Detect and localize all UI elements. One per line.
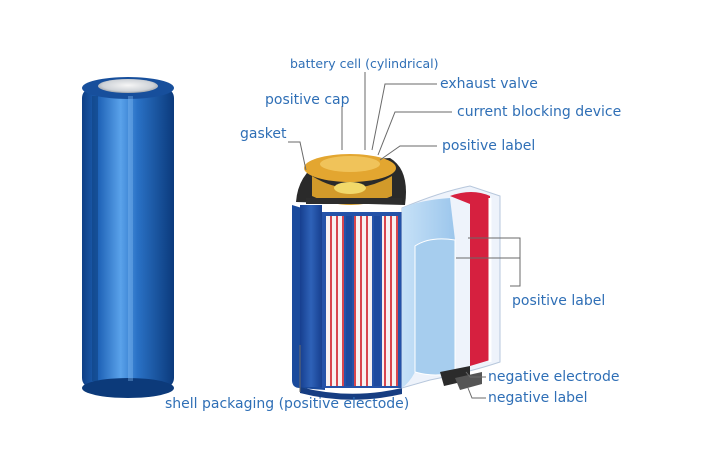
leader-positive-label-right (510, 258, 520, 286)
label-positive-label-top: positive label (442, 138, 535, 154)
label-positive-cap: positive cap (265, 92, 350, 108)
leader-exhaust-valve (372, 84, 437, 150)
cutaway-cell-illustration (292, 154, 500, 400)
label-positive-label-right: positive label (512, 293, 605, 309)
label-battery-cell: battery cell (cylindrical) (290, 56, 439, 72)
label-current-blocking-device: current blocking device (457, 104, 621, 120)
leader-gasket (288, 142, 306, 170)
label-gasket: gasket (240, 126, 286, 142)
leader-negative-label (468, 388, 486, 398)
leader-current-blocking (378, 112, 452, 155)
label-negative-electrode: negative electrode (488, 369, 620, 385)
label-negative-label: negative label (488, 390, 588, 406)
label-shell-packaging: shell packaging (positive electode) (165, 396, 409, 412)
cylindrical-cell-photo (82, 77, 174, 398)
label-exhaust-valve: exhaust valve (440, 76, 538, 92)
leader-positive-label-top (380, 146, 437, 160)
